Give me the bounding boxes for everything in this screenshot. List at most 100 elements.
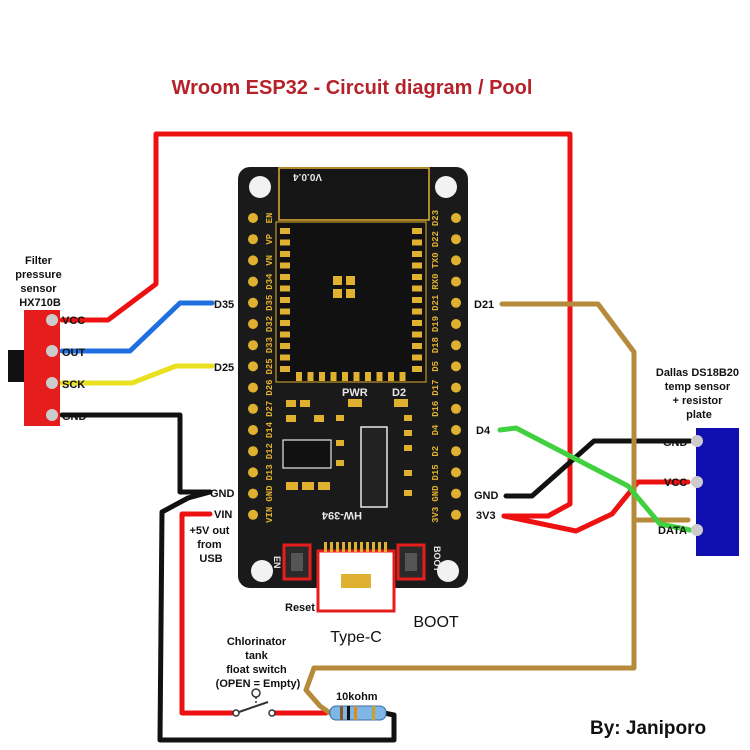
module-pad: [280, 262, 290, 269]
esp32-label-3v3: 3V3: [476, 510, 496, 522]
header-pin-label-left: D25: [265, 358, 275, 374]
resistor-band-1: [340, 706, 343, 720]
hx710b-pin-out: [46, 345, 58, 357]
board-model-label: HW-394: [321, 509, 362, 521]
usb-note-line-1: +5V out: [189, 525, 229, 537]
hx710b-label-out: OUT: [62, 347, 86, 359]
ds18b20-pin-gnd: [691, 435, 703, 447]
module-pad: [412, 366, 422, 372]
hx710b-label-sck: SCK: [62, 379, 85, 391]
ds18b20-pin-data: [691, 524, 703, 536]
en-button-label: EN: [272, 556, 282, 569]
diagram-title: Wroom ESP32 - Circuit diagram / Pool: [172, 77, 533, 99]
module-pad: [296, 372, 302, 381]
header-pin-left: [248, 446, 258, 457]
pwr-label: PWR: [342, 387, 368, 399]
ds18b20-title-line-3: + resistor: [673, 395, 724, 407]
usb-note: +5V out from USB: [189, 525, 232, 565]
float-switch-line-1: Chlorinator: [227, 636, 287, 648]
resistor-band-3: [354, 706, 357, 720]
header-pin-label-right: D21: [431, 294, 441, 311]
regulator: [282, 439, 332, 469]
resistor-band-2: [347, 706, 350, 720]
switch-terminal-left: [232, 709, 240, 717]
center-pad: [333, 276, 355, 298]
float-switch-title: Chlorinator tank float switch (OPEN = Em…: [216, 636, 301, 690]
header-pin-left: [248, 297, 258, 308]
header-pin-left: [248, 319, 258, 329]
boot-button-cap: [405, 553, 417, 571]
header-pin-left: [248, 509, 258, 520]
board-version-label: V0.0.4: [293, 171, 322, 182]
header-pin-left: [248, 488, 258, 499]
ds18b20-title-line-1: Dallas DS18B20: [656, 367, 739, 379]
header-pin-label-left: D27: [265, 401, 275, 417]
header-pin-label-right: D15: [431, 464, 441, 480]
boot-label: BOOT: [413, 614, 459, 631]
hx710b-title: Filter pressure sensor HX710B: [15, 255, 65, 309]
header-pin-label-left: VP: [265, 233, 275, 244]
gnd-wire-ds18b20: [503, 438, 693, 499]
usb-c-pins: [324, 542, 387, 552]
module-pad: [330, 372, 337, 381]
esp32-label-d4: D4: [476, 425, 491, 437]
module-outline: [275, 221, 427, 383]
boot-button-label: BOOT: [432, 546, 442, 573]
en-button-cap: [291, 553, 303, 571]
mount-hole-top-left: [249, 176, 271, 198]
module-pad: [280, 343, 290, 349]
hx710b-title-line-1: Filter: [25, 255, 53, 267]
hx710b-board: [24, 310, 60, 426]
module-pad: [412, 297, 422, 303]
mount-hole-bottom-right: [437, 560, 459, 582]
header-pin-right: [451, 382, 461, 393]
ds18b20-board: [696, 428, 739, 556]
hx710b-pin-sck: [46, 377, 58, 389]
left-header-labels: ENVPVND34D35D32D33D25D26D27D14D12D13GNDV…: [265, 213, 275, 523]
header-pin-label-left: D32: [265, 316, 275, 332]
hx710b-pin-vcc: [46, 314, 58, 326]
module-pad: [412, 320, 422, 326]
header-pin-label-left: VIN: [265, 507, 275, 523]
float-switch-line-3: float switch: [226, 664, 287, 676]
ds18b20-title-line-2: temp sensor: [665, 381, 731, 393]
ic-chip: [360, 426, 388, 508]
header-pin-right: [451, 340, 461, 351]
header-pin-right: [451, 403, 461, 414]
float-switch: Chlorinator tank float switch (OPEN = Em…: [216, 636, 301, 717]
module-pads: [280, 228, 422, 381]
ds18b20-title: Dallas DS18B20 temp sensor + resistor pl…: [656, 367, 742, 421]
header-pin-right: [451, 213, 461, 223]
header-pin-label-left: D12: [265, 443, 275, 459]
header-pin-left: [248, 276, 258, 287]
sck-wire: [59, 363, 215, 386]
esp32-label-d25: D25: [214, 362, 234, 374]
switch-blade: [238, 701, 269, 713]
header-pin-label-right: TX0: [431, 252, 441, 268]
header-pin-left: [248, 425, 258, 435]
module-pad: [412, 274, 422, 280]
header-pins: [248, 213, 461, 520]
header-pin-left: [248, 382, 258, 393]
header-pin-right: [451, 319, 461, 329]
module-pad: [280, 354, 290, 361]
header-pin-label-right: GND: [431, 485, 441, 502]
usb-note-line-3: USB: [199, 553, 222, 565]
hx710b-sensor-nozzle: [8, 350, 24, 382]
header-pin-label-left: GND: [265, 485, 275, 502]
module-pad: [280, 366, 290, 372]
vin-wire: [179, 511, 235, 716]
data-wire: [303, 301, 637, 716]
hx710b-title-line-3: sensor: [20, 283, 57, 295]
module-pad: [280, 285, 290, 292]
pwr-led: [348, 399, 362, 407]
hx710b-label-vcc: VCC: [62, 315, 85, 327]
esp32-label-vin: VIN: [214, 509, 232, 521]
header-pin-label-left: VN: [265, 255, 275, 266]
header-pin-left: [248, 403, 258, 414]
usb-c-pad: [341, 574, 371, 588]
d2-label: D2: [392, 387, 406, 399]
header-pin-right: [451, 509, 461, 520]
en-button[interactable]: [282, 543, 312, 581]
boot-button[interactable]: [396, 543, 426, 581]
